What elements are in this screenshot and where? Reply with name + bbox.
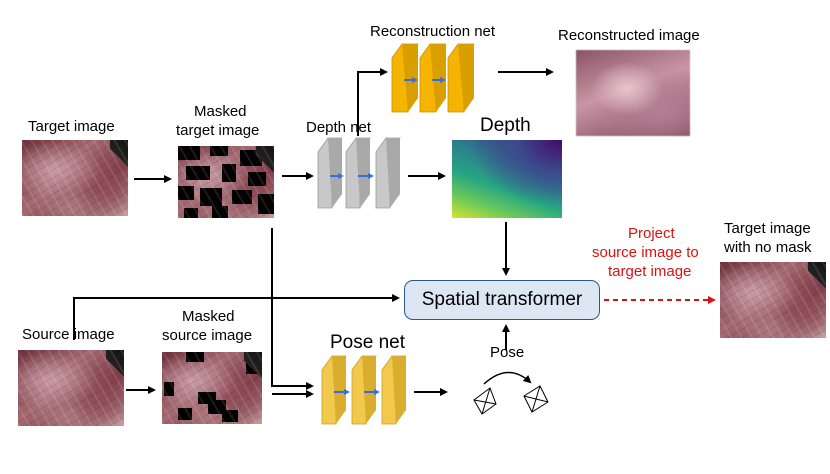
label-masked-source-line1: Masked	[182, 308, 235, 325]
label-source-image: Source image	[22, 326, 115, 343]
target-image	[22, 140, 128, 216]
masked-source-image	[162, 352, 262, 424]
label-depth: Depth	[480, 115, 531, 136]
depth-map-image	[452, 140, 562, 218]
label-project-line1: Project	[628, 225, 675, 242]
label-depth-net: Depth net	[306, 119, 372, 136]
arrow-masked-target-to-posenet	[271, 228, 314, 390]
label-reconstructed-image: Reconstructed image	[558, 27, 700, 44]
reconstruction-net-blocks	[391, 43, 475, 113]
target-image-no-mask	[720, 262, 826, 338]
camera-frustum-2	[523, 385, 549, 413]
pose-curve-arrow	[483, 371, 532, 385]
depth-net-blocks	[317, 137, 401, 209]
arrow-source-to-st	[73, 294, 400, 340]
reconstructed-image	[576, 50, 690, 136]
label-target-nomask-line1: Target image	[724, 220, 811, 237]
label-reconstruction-net: Reconstruction net	[370, 23, 496, 40]
arrow-depthnet-to-reconnet	[357, 68, 388, 136]
label-pose-net: Pose net	[330, 332, 405, 353]
pose-net-blocks	[321, 355, 407, 425]
label-target-image: Target image	[28, 118, 115, 135]
masked-target-image	[178, 146, 274, 218]
label-masked-target-line1: Masked	[194, 103, 247, 120]
label-target-nomask-line2: with no mask	[724, 239, 812, 256]
source-image	[18, 350, 124, 426]
label-masked-source-line2: source image	[162, 327, 253, 344]
spatial-transformer-label: Spatial transformer	[421, 289, 583, 310]
label-project-line2: source image to	[592, 244, 699, 261]
camera-frustum-1	[473, 387, 497, 415]
label-masked-target-line2: target image	[176, 122, 260, 139]
label-pose: Pose	[490, 344, 525, 361]
label-project-line3: target image	[608, 263, 692, 280]
spatial-transformer-box: Spatial transformer	[404, 280, 600, 320]
